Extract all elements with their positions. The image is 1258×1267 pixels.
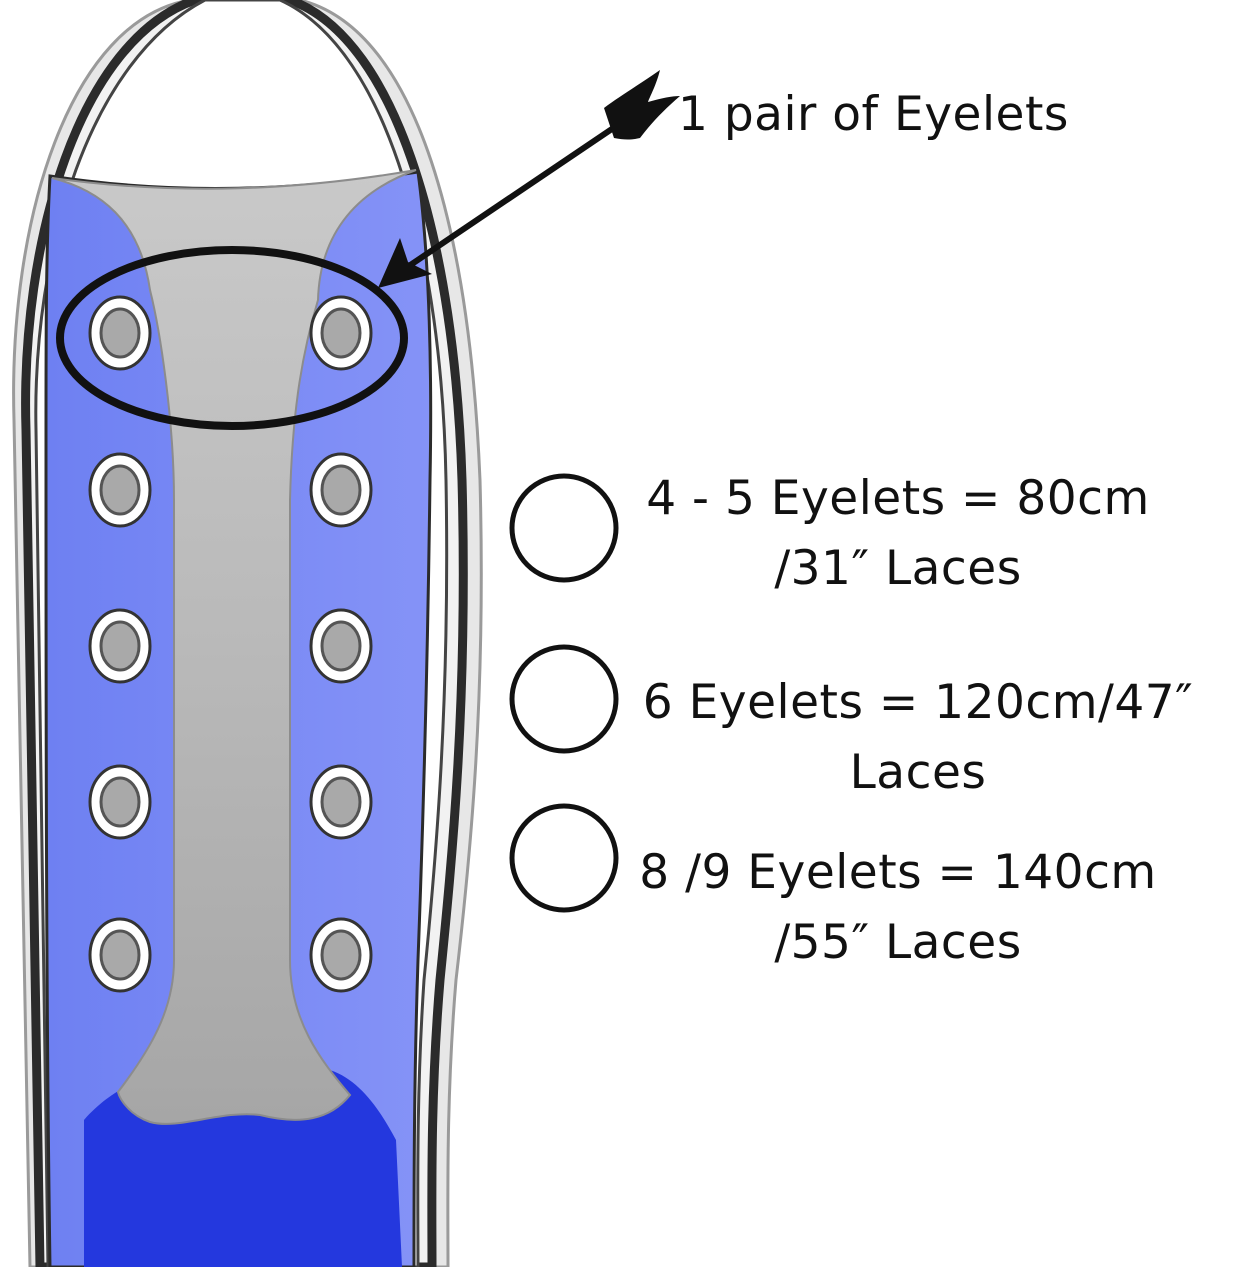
lace-guide-item-8-9: 8 /9 Eyelets = 140cm /55″ Laces [618,838,1178,978]
eyelet [309,917,373,993]
eyelet-pair-label: 1 pair of Eyelets [678,80,1069,150]
lace-guide-line: Laces [849,745,987,800]
lace-guide-line: 4 - 5 Eyelets = 80cm [646,471,1150,526]
eyelet [88,917,152,993]
lace-guide-line: 6 Eyelets = 120cm/47″ [642,675,1194,730]
eyelet [88,295,152,371]
arrow-fletching [604,70,680,140]
eyelet [88,452,152,528]
eyelet-column-left [88,295,152,993]
lace-guide-item-4-5: 4 - 5 Eyelets = 80cm /31″ Laces [628,464,1168,604]
eyelet [309,452,373,528]
legend-circle-2 [509,644,619,754]
eyelet-column-right [309,295,373,993]
legend-circle-3 [509,803,619,913]
legend-circle-1 [509,473,619,583]
eyelet [309,764,373,840]
callout-arrow [378,70,680,288]
eyelet [88,608,152,684]
shoe-tongue [51,169,417,1125]
lace-guide-line: /55″ Laces [774,915,1022,970]
eyelet [309,295,373,371]
eyelet [309,608,373,684]
lace-guide-line: 8 /9 Eyelets = 140cm [639,845,1157,900]
lace-guide-item-6: 6 Eyelets = 120cm/47″ Laces [618,668,1218,808]
eyelet-pair-label-text: 1 pair of Eyelets [678,87,1069,142]
lace-guide-line: /31″ Laces [774,541,1022,596]
eyelet-pair-highlight [56,246,408,430]
eyelet [88,764,152,840]
